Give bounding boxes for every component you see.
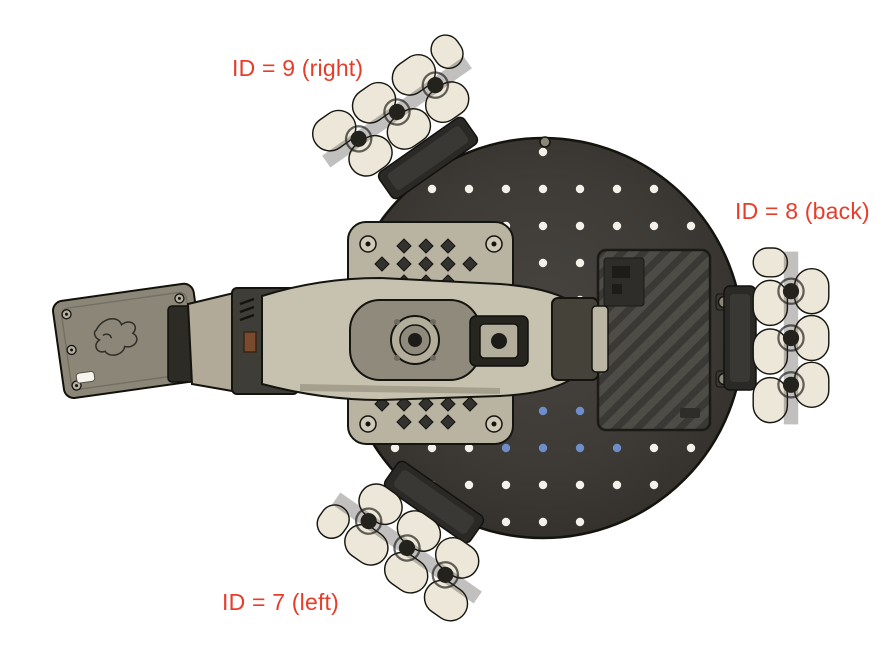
robot-arm	[52, 276, 609, 402]
electronics-box	[596, 248, 712, 432]
wheel-mount-back	[723, 285, 757, 391]
logo-sketch	[93, 318, 138, 356]
label-wheel-9: ID = 9 (right)	[232, 55, 364, 81]
omni-wheel-8-back	[752, 246, 830, 426]
arm-center-joint	[390, 315, 440, 365]
label-wheel-7: ID = 7 (left)	[222, 589, 339, 615]
label-wheel-8: ID = 8 (back)	[735, 198, 870, 224]
